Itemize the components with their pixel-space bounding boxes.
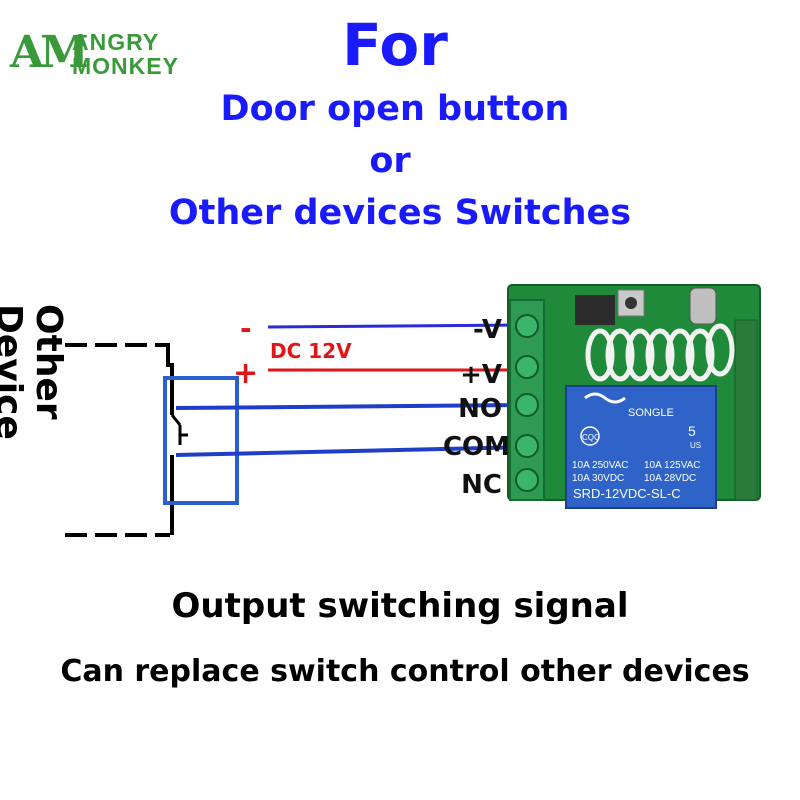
terminal-screws: [515, 314, 539, 492]
relay: [565, 385, 717, 509]
footer-subtitle: Can replace switch control other devices: [60, 654, 750, 689]
brand-logo: AM ANGRY MONKEY: [10, 26, 190, 82]
relay-logo-icon: [584, 392, 626, 404]
relay-num: 5: [688, 423, 696, 439]
screw-negv: [515, 314, 539, 338]
relay-brand: SONGLE: [628, 407, 674, 419]
relay-us: US: [690, 441, 701, 450]
screw-nc: [515, 468, 539, 492]
heading-title: For: [342, 11, 448, 79]
screw-posv: [515, 355, 539, 379]
screw-no: [515, 393, 539, 417]
logo-text-angry: ANGRY: [72, 29, 160, 55]
terminal-label-posv: +V: [460, 360, 502, 390]
heading-other-devices: Other devices Switches: [168, 193, 632, 233]
wire-no: [175, 403, 531, 410]
relay-rating-1b: 10A 125VAC: [644, 460, 701, 471]
terminal-label-negv: -V: [472, 315, 502, 345]
logo-text-monkey: MONKEY: [72, 53, 179, 79]
logo-mark: AM: [10, 27, 89, 78]
receiver-module: [734, 319, 758, 501]
capacitor: [689, 287, 717, 325]
wire-negative: [267, 323, 531, 329]
minus-sign: -: [240, 312, 252, 345]
relay-rating-2a: 10A 30VDC: [572, 473, 624, 484]
terminal-label-nc: NC: [461, 470, 502, 500]
cert-circle-icon: [580, 426, 600, 446]
other-device-label: Other Device: [0, 304, 69, 440]
relay-cert: CQC: [582, 433, 600, 442]
push-button-cap: [625, 297, 637, 309]
terminal-label-com: COM: [442, 432, 510, 462]
relay-rating-1a: 10A 250VAC: [572, 460, 629, 471]
switch-contact: [170, 414, 182, 426]
relay-rating-2b: 10A 28VDC: [644, 473, 696, 484]
switch-conductor-top: [166, 345, 174, 415]
plus-sign: +: [233, 356, 259, 391]
power-label: DC 12V: [270, 339, 352, 363]
screw-com: [515, 434, 539, 458]
ic-chip: [575, 295, 615, 325]
footer-title: Output switching signal: [171, 586, 629, 626]
relay-model: SRD-12VDC-SL-C: [573, 486, 681, 501]
terminal-label-no: NO: [458, 394, 502, 424]
heading-door-open-button: Door open button: [220, 89, 570, 129]
wire-com: [175, 445, 531, 457]
heading-or: or: [369, 141, 411, 181]
switch-box: [163, 376, 239, 505]
antenna-coil: [585, 323, 735, 382]
